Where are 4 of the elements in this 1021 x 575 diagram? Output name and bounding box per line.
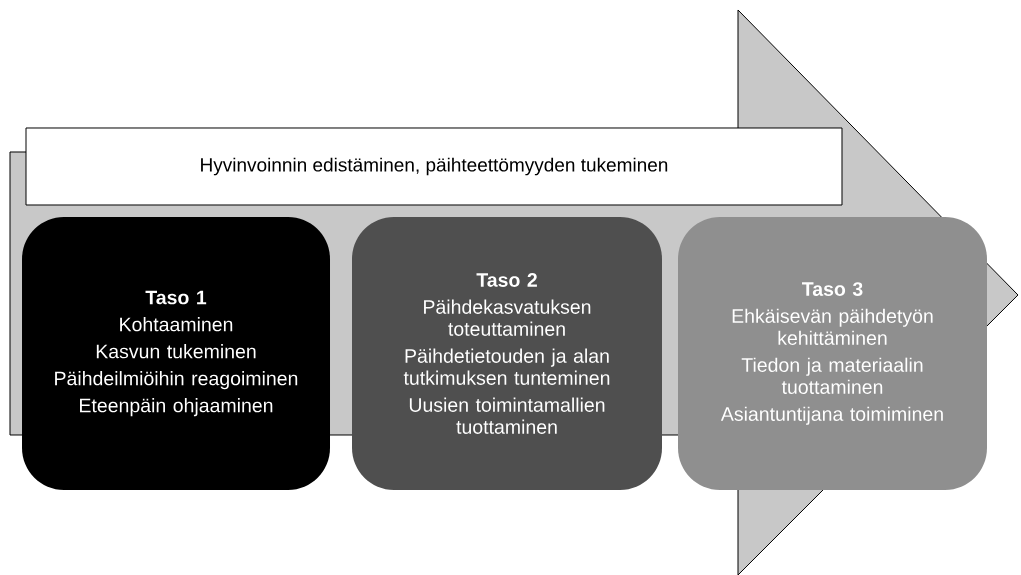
- level-box: Taso 3 Ehkäisevän päihdetyön kehittäminen Tiedon ja materiaalin tuottaminen Asiantuntijana toimiminen: [678, 217, 987, 490]
- banner-box: Hyvinvoinnin edistäminen, päihteettömyyden tukeminen: [25, 127, 843, 206]
- level-box: Taso 2 Päihdekasvatuksen toteuttaminen Päihdetietouden ja alan tutkimuksen tunteminen Uusien toimintamallien tuottaminen: [352, 217, 662, 490]
- level-box: Taso 1 Kohtaaminen Kasvun tukeminen Päihdeilmiöihin reagoiminen Eteenpäin ohjaaminen: [22, 217, 330, 490]
